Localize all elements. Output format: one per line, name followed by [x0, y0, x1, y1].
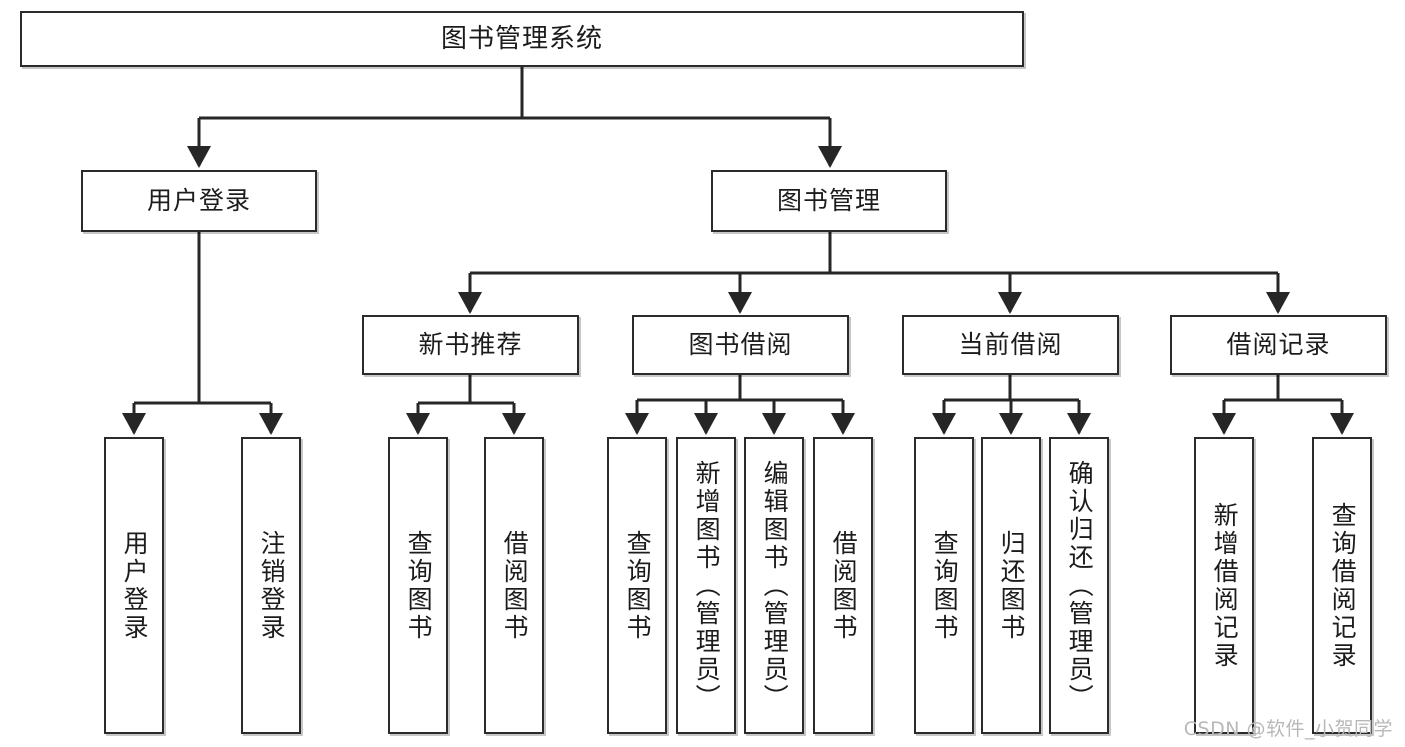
node-label: 借阅图书 — [829, 529, 859, 642]
node-label: 查询图书 — [930, 529, 960, 642]
node-label: 图书借阅 — [688, 330, 793, 360]
node-label: 归还图书 — [997, 529, 1027, 642]
node-new-book-recommend[interactable]: 新书推荐 — [362, 315, 579, 375]
node-label: 确认归还（管理员） — [1065, 459, 1095, 712]
node-label: 新书推荐 — [418, 330, 523, 360]
node-label: 借阅图书 — [500, 529, 530, 642]
node-label: 当前借阅 — [958, 330, 1063, 360]
node-label: 新增图书（管理员） — [692, 459, 722, 712]
node-borrow-record[interactable]: 借阅记录 — [1170, 315, 1387, 375]
leaf-borrow-record-query[interactable]: 查询借阅记录 — [1312, 437, 1372, 734]
leaf-current-borrow-confirm-return[interactable]: 确认归还（管理员） — [1049, 437, 1109, 734]
leaf-new-book-query[interactable]: 查询图书 — [388, 437, 448, 734]
node-label: 用户登录 — [120, 529, 150, 642]
leaf-book-borrow-lend[interactable]: 借阅图书 — [813, 437, 873, 734]
node-label: 图书管理系统 — [440, 23, 603, 54]
node-label: 编辑图书（管理员） — [760, 459, 790, 712]
node-label: 借阅记录 — [1226, 330, 1331, 360]
node-label: 图书管理 — [776, 186, 881, 216]
leaf-user-login-signin[interactable]: 用户登录 — [104, 437, 164, 734]
leaf-user-login-signout[interactable]: 注销登录 — [241, 437, 301, 734]
leaf-current-borrow-query[interactable]: 查询图书 — [914, 437, 974, 734]
watermark-text: CSDN @软件_小贺同学 — [1183, 718, 1393, 740]
node-label: 注销登录 — [257, 529, 287, 642]
node-current-borrow[interactable]: 当前借阅 — [902, 315, 1119, 375]
leaf-borrow-record-add[interactable]: 新增借阅记录 — [1194, 437, 1254, 734]
node-user-login[interactable]: 用户登录 — [81, 170, 317, 232]
node-label: 查询借阅记录 — [1328, 501, 1358, 670]
node-book-management[interactable]: 图书管理 — [711, 170, 947, 232]
leaf-current-borrow-return[interactable]: 归还图书 — [981, 437, 1041, 734]
node-label: 查询图书 — [623, 529, 653, 642]
node-label: 用户登录 — [146, 186, 251, 216]
node-label: 新增借阅记录 — [1210, 501, 1240, 670]
node-root-system[interactable]: 图书管理系统 — [20, 11, 1024, 67]
node-book-borrow[interactable]: 图书借阅 — [632, 315, 849, 375]
leaf-book-borrow-query[interactable]: 查询图书 — [607, 437, 667, 734]
leaf-new-book-borrow[interactable]: 借阅图书 — [484, 437, 544, 734]
leaf-book-borrow-edit[interactable]: 编辑图书（管理员） — [744, 437, 804, 734]
node-label: 查询图书 — [404, 529, 434, 642]
leaf-book-borrow-add[interactable]: 新增图书（管理员） — [676, 437, 736, 734]
